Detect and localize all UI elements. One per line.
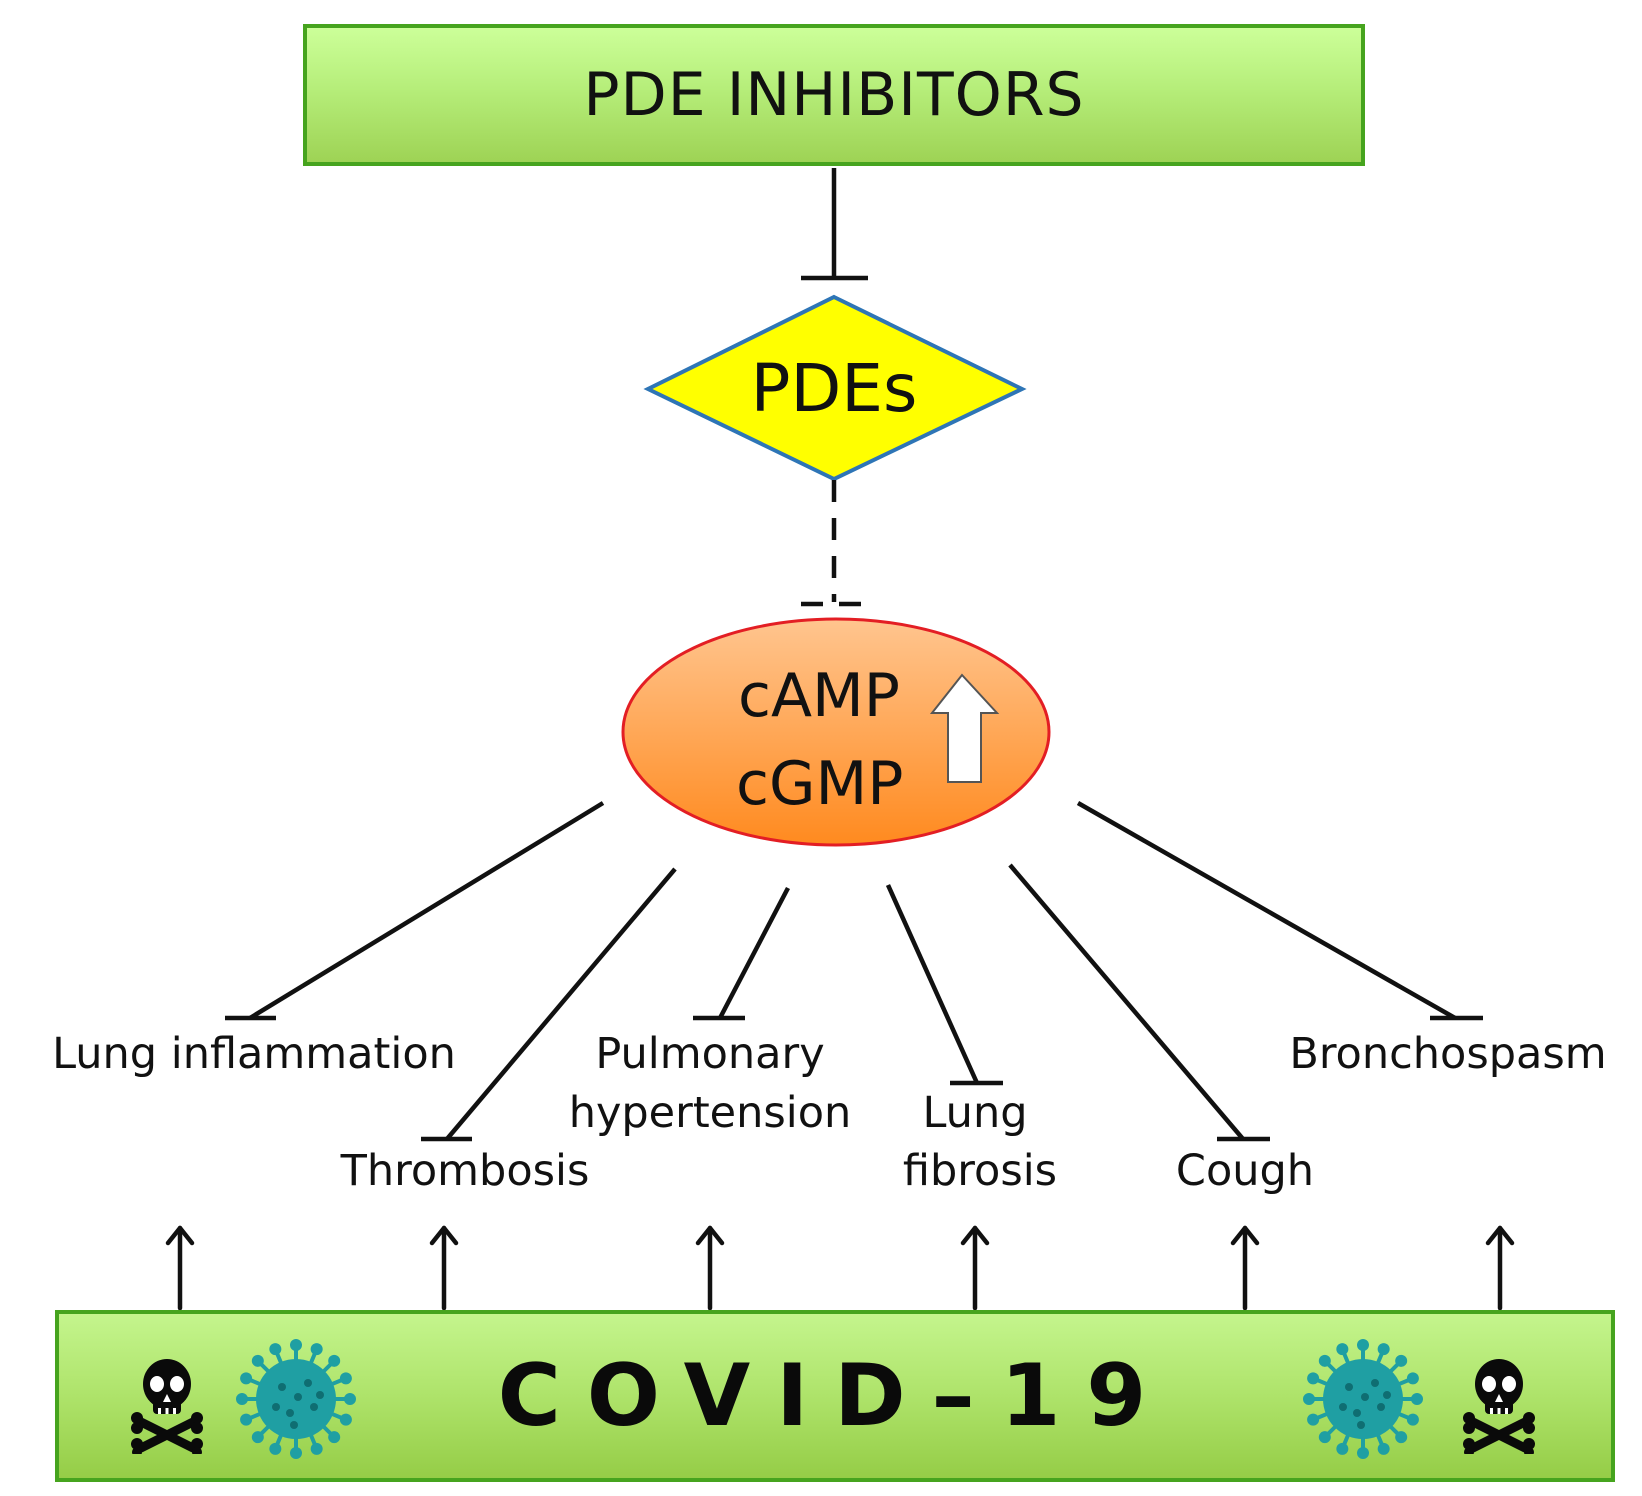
up-arrow-lung-fibrosis: [960, 1225, 990, 1311]
camp-cgmp-oval: [621, 617, 1051, 847]
camp-label: cAMP: [738, 661, 900, 731]
inhibition-connector-pulmonary-hypertension: [693, 886, 790, 1021]
pdes-label: PDEs: [750, 350, 918, 427]
cough-label: Cough: [1175, 1146, 1315, 1196]
hypertension-label: hypertension: [568, 1088, 852, 1138]
thrombosis-label: Thrombosis: [340, 1146, 590, 1196]
up-arrow-pulmonary-hypertension: [695, 1225, 725, 1311]
inhibition-connector-cough: [1008, 863, 1270, 1142]
pdes-diamond: [643, 294, 1027, 482]
coronavirus-icon: [236, 1339, 356, 1459]
pulmonary-label: Pulmonary: [595, 1029, 825, 1079]
lung-inflammation-label: Lung inflammation: [52, 1029, 456, 1079]
up-arrow-bronchospasm: [1485, 1225, 1515, 1311]
skull-crossbones-icon: [1463, 1359, 1535, 1454]
skull-crossbones-icon: [131, 1359, 203, 1454]
cgmp-label: cGMP: [736, 749, 904, 819]
lung-label: Lung: [922, 1088, 1028, 1138]
pde-inhibitors-box: PDE INHIBITORS: [303, 24, 1365, 166]
inhibition-connector-thrombosis: [421, 867, 677, 1142]
inhibition-connectors-to-effects: [225, 801, 1483, 1142]
inhibition-connector-lung-inflammation: [225, 801, 605, 1021]
increase-up-arrow-icon: [929, 673, 1000, 783]
up-arrow-thrombosis: [429, 1225, 459, 1311]
covid-19-box: COVID–19: [55, 1310, 1615, 1482]
covid-19-label: COVID–19: [497, 1346, 1173, 1446]
up-arrow-lung-inflammation: [165, 1225, 195, 1311]
inhibition-connector-lung-fibrosis: [885, 884, 1003, 1086]
fibrosis-label: fibrosis: [902, 1146, 1058, 1196]
coronavirus-icon: [1303, 1339, 1423, 1459]
pde-inhibitors-label: PDE INHIBITORS: [583, 60, 1085, 130]
stimulation-arrows: [165, 1225, 1515, 1311]
inhibition-connector-bronchospasm: [1076, 801, 1483, 1021]
dashed-inhibition-connector-pdes-to-camp: [801, 480, 870, 607]
bronchospasm-label: Bronchospasm: [1289, 1029, 1607, 1079]
up-arrow-cough: [1230, 1225, 1260, 1311]
inhibition-connector-inhibitors-to-pdes: [801, 168, 868, 281]
